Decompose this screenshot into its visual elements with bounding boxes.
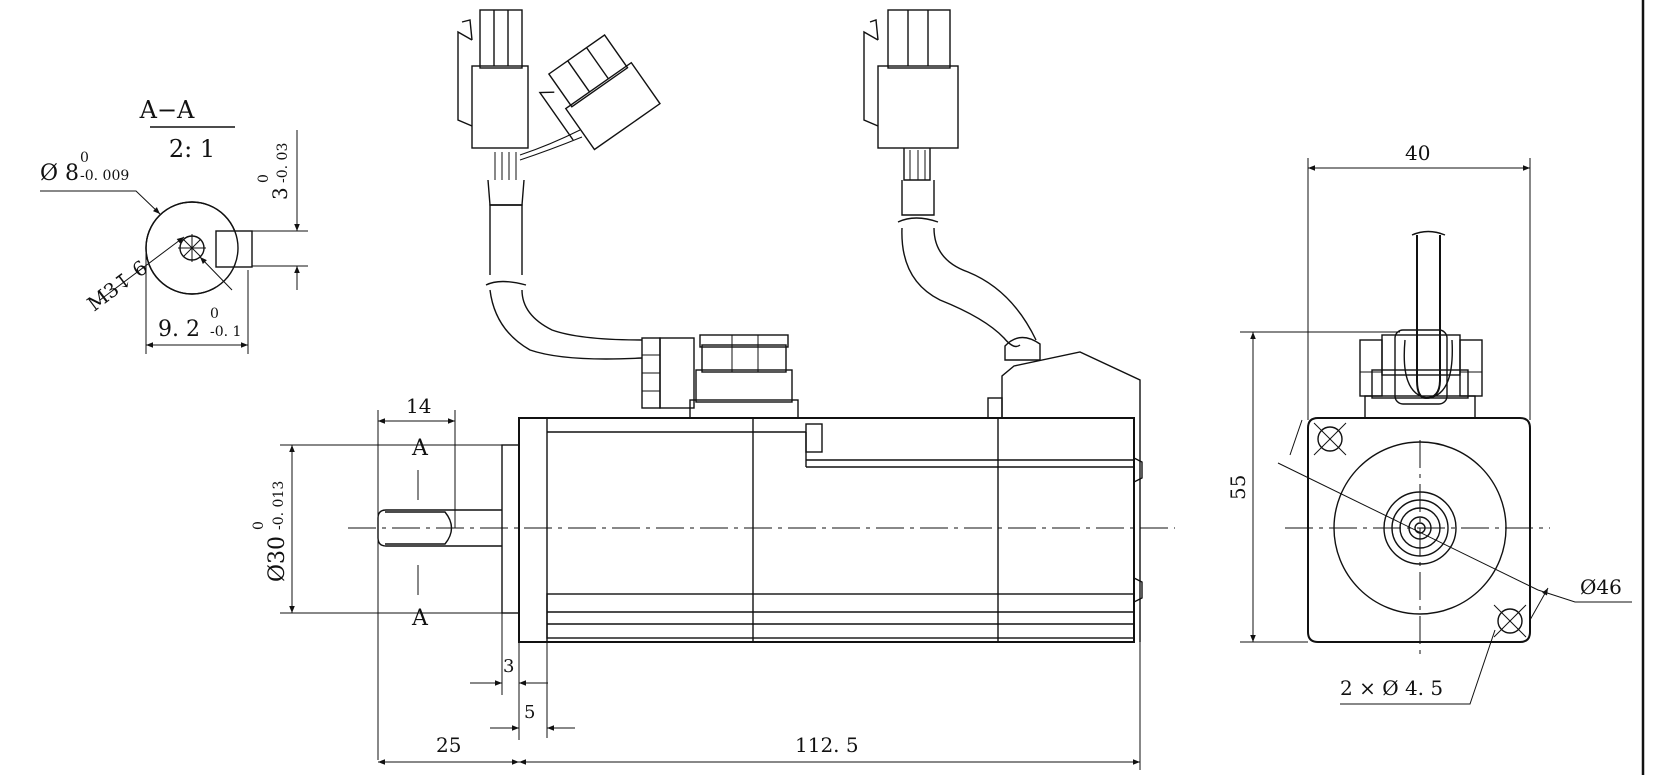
front-width: 40 — [1405, 141, 1430, 165]
section-flat-width-tol-lower: -0. 1 — [210, 324, 241, 340]
section-flat-width: 9. 2 — [158, 317, 200, 342]
section-shaft-dia-tol-lower: -0. 009 — [80, 168, 129, 184]
section-view: A−A 2: 1 Ø 8 0 -0. 009 3 0 -0. 03 M3↧ 6 — [40, 96, 308, 354]
front-height: 55 — [1226, 475, 1250, 500]
side-section-mark-top: A — [411, 436, 429, 461]
side-body-length: 112. 5 — [795, 733, 859, 757]
section-title: A−A — [139, 96, 195, 124]
side-pilot-length: 3 — [503, 656, 514, 677]
side-pilot-tol-upper: 0 — [251, 521, 267, 530]
section-shaft-dia: Ø 8 — [40, 161, 79, 186]
section-flat-tol-upper: 0 — [256, 174, 272, 183]
section-shaft-dia-tol-upper: 0 — [80, 150, 89, 166]
side-shaft-total: 25 — [436, 733, 461, 757]
side-pilot-dia: Ø30 — [265, 536, 290, 582]
side-pilot-tol-lower: -0. 013 — [271, 481, 287, 530]
side-view: 14 A A Ø30 0 -0. 013 3 5 25 112. 5 — [251, 9, 1175, 770]
side-shaft-length: 14 — [406, 394, 431, 418]
section-scale: 2: 1 — [169, 135, 215, 163]
side-flange-length: 5 — [524, 702, 535, 723]
section-thread: M3↧ 6 — [83, 255, 153, 316]
front-holes: 2 × Ø 4. 5 — [1340, 676, 1443, 700]
front-pcd: Ø46 — [1580, 575, 1622, 599]
front-view: 40 55 Ø46 2 × Ø 4. 5 — [1226, 141, 1632, 705]
section-flat-width-tol-upper: 0 — [210, 306, 219, 322]
section-flat-depth: 3 — [268, 187, 292, 200]
section-flat-tol-lower: -0. 03 — [275, 143, 291, 183]
side-section-mark-bottom: A — [411, 606, 429, 631]
